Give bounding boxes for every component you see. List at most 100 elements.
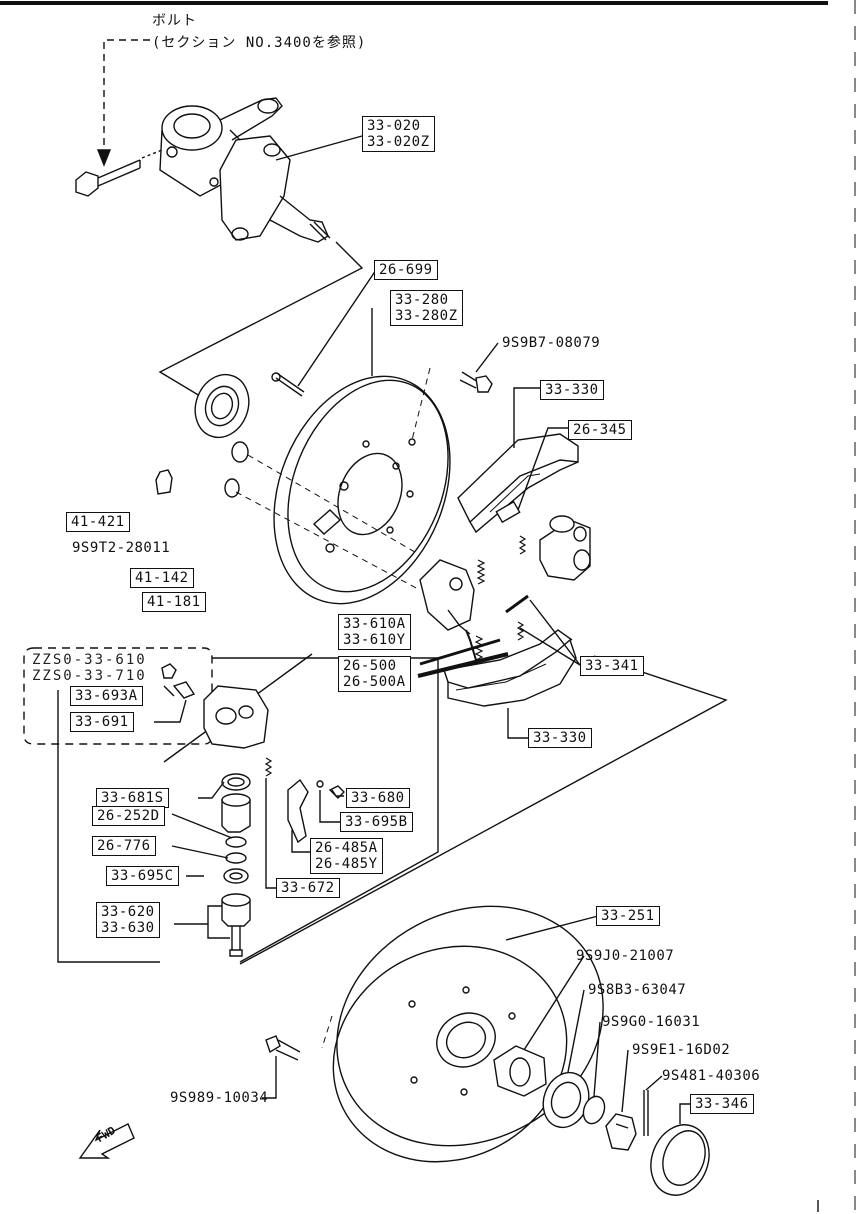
- leader-9s8b3: [567, 989, 585, 1073]
- part-label-9s481[interactable]: 9S481-40306: [662, 1068, 761, 1084]
- adjuster-lever: [287, 778, 309, 844]
- part-label-33-251[interactable]: 33-251: [596, 906, 660, 926]
- part-label-9s989[interactable]: 9S989-10034: [170, 1090, 269, 1106]
- part-label-9s9g0[interactable]: 9S9G0-16031: [602, 1014, 701, 1030]
- part-label-33-691[interactable]: 33-691: [70, 712, 134, 732]
- part-label-33-680[interactable]: 33-680: [346, 788, 410, 808]
- part-label-33-693a[interactable]: 33-693A: [70, 686, 143, 706]
- leader-33-680: [331, 789, 344, 797]
- subassembly-code-1: ZZS0-33-610: [32, 652, 147, 668]
- part-number: 33-620: [101, 904, 155, 920]
- part-label-33-681s[interactable]: 33-681S: [96, 788, 169, 808]
- piston-seal: [223, 836, 249, 884]
- part-label-26-776[interactable]: 26-776: [92, 836, 156, 856]
- part-label-26-500[interactable]: 26-500 26-500A: [338, 656, 411, 692]
- lower-brake-shoe: [443, 629, 577, 707]
- adjuster-assembly: [419, 559, 477, 661]
- castle-nut: [605, 1113, 637, 1151]
- part-number: 26-252D: [97, 808, 160, 824]
- leader-33-691: [154, 699, 187, 723]
- part-label-26-699[interactable]: 26-699: [374, 260, 438, 280]
- wheel-cylinder: [539, 515, 591, 581]
- part-number: 33-346: [695, 1096, 749, 1112]
- bolt-ref-arrow: [96, 149, 112, 167]
- leader-33-693a: [163, 685, 175, 697]
- part-label-33-020[interactable]: 33-020 33-020Z: [362, 116, 435, 152]
- part-label-26-345[interactable]: 26-345: [568, 420, 632, 440]
- part-label-33-280[interactable]: 33-280 33-280Z: [390, 290, 463, 326]
- part-number: 41-181: [147, 594, 201, 610]
- bolt-label: ボルト: [152, 13, 197, 29]
- shoe-link-rods: [417, 594, 529, 678]
- part-label-33-330-bot[interactable]: 33-330: [528, 728, 592, 748]
- bolt-ref-leader: [103, 39, 150, 160]
- subassembly-code-2: ZZS0-33-710: [32, 668, 147, 684]
- leader-9s9j0: [523, 955, 585, 1051]
- part-label-41-142[interactable]: 41-142: [130, 568, 194, 588]
- part-number: 33-341: [585, 658, 639, 674]
- leader-26-345: [517, 427, 570, 511]
- part-number: 26-776: [97, 838, 151, 854]
- part-label-33-620[interactable]: 33-620 33-630: [96, 902, 160, 938]
- part-label-41-181[interactable]: 41-181: [142, 592, 206, 612]
- part-number: 33-610Y: [343, 632, 406, 648]
- part-number: 33-280Z: [395, 308, 458, 324]
- part-number: 33-610A: [343, 616, 406, 632]
- leader-26-485: [291, 830, 310, 853]
- wheel-cylinder-body: [203, 685, 269, 749]
- part-label-26-252d[interactable]: 26-252D: [92, 806, 165, 826]
- proj-line-1: [247, 454, 421, 556]
- cylinder-boot: [221, 773, 251, 833]
- part-label-33-346[interactable]: 33-346: [690, 1094, 754, 1114]
- backing-inner-bearing: [194, 373, 250, 439]
- part-label-26-485[interactable]: 26-485A 26-485Y: [310, 838, 383, 874]
- hub-bolt: [265, 1035, 301, 1061]
- part-label-9s9b7[interactable]: 9S9B7-08079: [502, 335, 601, 351]
- part-number: 33-695C: [111, 868, 174, 884]
- part-number: 33-020Z: [367, 134, 430, 150]
- grease-cap-small: [155, 469, 173, 495]
- leader-33-330-bot: [507, 708, 528, 739]
- part-number: 33-672: [281, 880, 335, 896]
- cotter-pin: [643, 1090, 649, 1136]
- part-label-33-672[interactable]: 33-672: [276, 878, 340, 898]
- leader-33-672: [265, 778, 276, 889]
- proj-line-2: [235, 491, 421, 591]
- part-label-41-421[interactable]: 41-421: [66, 512, 130, 532]
- part-number: 26-345: [573, 422, 627, 438]
- part-number: 33-020: [367, 118, 421, 134]
- panel-frame-right: [212, 657, 439, 963]
- part-number: 33-681S: [101, 790, 164, 806]
- part-number: 33-691: [75, 714, 129, 730]
- bushing-41-142: [224, 441, 249, 498]
- part-number: 33-630: [101, 920, 155, 936]
- part-label-33-341[interactable]: 33-341: [580, 656, 644, 676]
- return-spring-upper: [476, 535, 527, 585]
- grease-cap: [650, 1124, 710, 1196]
- part-number: 41-142: [135, 570, 189, 586]
- part-label-33-610[interactable]: 33-610A 33-610Y: [338, 614, 411, 650]
- part-number: 26-485Y: [315, 856, 378, 872]
- leader-26-252d: [171, 813, 233, 839]
- part-label-33-330-top[interactable]: 33-330: [540, 380, 604, 400]
- part-label-9s9e1[interactable]: 9S9E1-16D02: [632, 1042, 731, 1058]
- leader-9s481: [645, 1075, 663, 1091]
- leader-9s9e1: [621, 1049, 629, 1113]
- part-label-9s9t2[interactable]: 9S9T2-28011: [72, 540, 171, 556]
- steering-knuckle: [159, 97, 331, 243]
- fwd-arrow-icon: [78, 1123, 135, 1159]
- leader-9s9g0: [593, 1021, 601, 1097]
- part-number: 33-251: [601, 908, 655, 924]
- backing-plate: [273, 375, 451, 605]
- part-label-33-695c[interactable]: 33-695C: [106, 866, 179, 886]
- part-label-33-695b[interactable]: 33-695B: [340, 812, 413, 832]
- leader-33-330-top: [513, 387, 540, 448]
- part-label-9s8b3[interactable]: 9S8B3-63047: [588, 982, 687, 998]
- part-number: 33-330: [533, 730, 587, 746]
- part-label-9s9j0[interactable]: 9S9J0-21007: [576, 948, 675, 964]
- proj-hub-bolt: [321, 1015, 333, 1049]
- part-number: 33-695B: [345, 814, 408, 830]
- leader-33-020: [275, 135, 363, 161]
- piston-and-bolt: [221, 893, 251, 957]
- leader-33-630: [207, 924, 230, 939]
